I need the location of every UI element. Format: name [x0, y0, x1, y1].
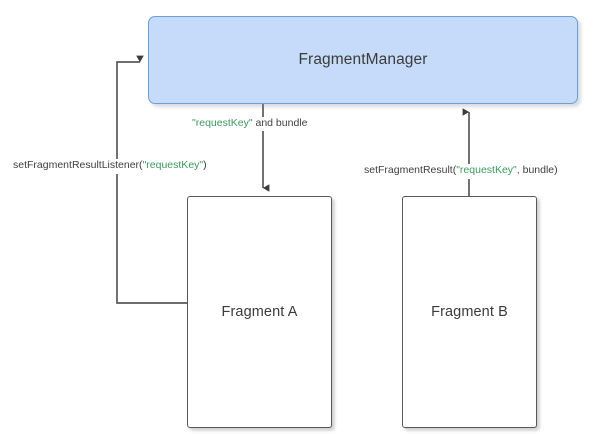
edge-label-result-prefix: setFragmentResult(	[364, 164, 457, 176]
edge-label-and-bundle-text: and bundle	[252, 117, 308, 129]
edge-label-result-suffix: , bundle)	[516, 164, 558, 176]
edge-label-manager-to-fragment-a: "requestKey" and bundle	[190, 117, 310, 130]
edge-label-listener-string: "requestKey"	[142, 159, 204, 171]
node-fragment-a-label: Fragment A	[221, 304, 298, 320]
node-fragment-manager-label: FragmentManager	[298, 51, 428, 68]
node-fragment-b[interactable]: Fragment B	[402, 196, 537, 428]
edge-label-request-key-string: "requestKey"	[192, 117, 253, 129]
node-fragment-b-label: Fragment B	[431, 304, 508, 320]
edge-label-fragment-a-to-manager: setFragmentResultListener("requestKey")	[11, 159, 209, 172]
node-fragment-a[interactable]: Fragment A	[187, 196, 332, 428]
edge-label-fragment-b-to-manager: setFragmentResult("requestKey", bundle)	[362, 164, 560, 177]
edge-label-listener-suffix: )	[203, 159, 207, 171]
edge-label-listener-prefix: setFragmentResultListener(	[13, 159, 143, 171]
node-fragment-manager[interactable]: FragmentManager	[148, 16, 578, 104]
edge-label-result-string: "requestKey"	[456, 164, 517, 176]
